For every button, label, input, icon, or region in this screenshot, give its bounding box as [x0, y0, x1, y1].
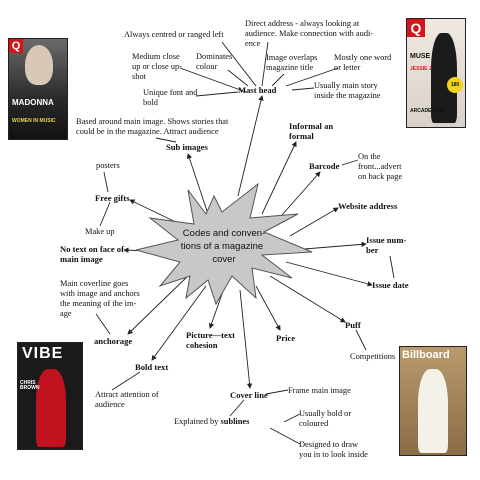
- label-informal-formal: Informal an formal: [289, 121, 334, 142]
- line-cover-line-frame: [265, 389, 289, 395]
- vibe-logo: VIBE: [22, 345, 64, 362]
- line-sublines-designed: [269, 427, 301, 445]
- line-masthead-dominates-colour: [227, 69, 249, 87]
- cover-portrait: [25, 45, 53, 85]
- label-mostly-one-word: Mostly one word or letter: [334, 53, 392, 72]
- arcade-fire-coverline: ARCADE FIRE: [410, 108, 445, 114]
- line-anchorage-main-coverline: [95, 313, 111, 335]
- line-sublines-usually-bold: [283, 413, 301, 423]
- q-muse-thumbnail: Q MUSE JESSIE J ARCADE FIRE 180: [406, 18, 466, 128]
- center-starburst: [135, 182, 313, 306]
- label-attract-attention: Attract attention of audience: [95, 390, 159, 409]
- label-direct-address: Direct address - always looking at audie…: [245, 19, 374, 48]
- label-issue-number: Issue num- ber: [366, 235, 407, 256]
- arrow-center-to-issue-date: [285, 261, 373, 287]
- center-title-line3: cover: [212, 254, 235, 265]
- label-barcode: Barcode: [309, 161, 340, 171]
- line-free-gifts-posters: [103, 171, 109, 193]
- line-masthead-unique-font: [195, 91, 239, 97]
- label-competitions: Competitions: [350, 352, 396, 361]
- label-always-centred: Always centred or ranged left: [124, 30, 224, 39]
- arrow-center-to-picture-text: [208, 293, 223, 329]
- chris-brown-coverline: CHRIS BROWN: [20, 380, 40, 392]
- label-explained-by-text: Explained by: [174, 417, 221, 426]
- label-bold-text: Bold text: [135, 362, 169, 372]
- label-designed-to-draw: Designed to draw you in to look inside: [299, 440, 368, 459]
- label-sublines: sublines: [220, 417, 250, 426]
- label-on-the-front: On the front...advert on back page: [358, 152, 403, 181]
- line-masthead-medium-close: [179, 67, 247, 93]
- arrow-center-to-bold-text: [151, 285, 207, 361]
- label-issue-date: Issue date: [372, 280, 409, 290]
- arrow-center-to-informal: [261, 141, 297, 215]
- cover-portrait: [36, 369, 66, 447]
- label-sub-images: Sub images: [166, 142, 208, 152]
- center-title-line2: tions of a magazine: [181, 241, 263, 252]
- label-based-around: Based around main image. Shows stories t…: [76, 117, 229, 136]
- center-title-line1: Codes and conven-: [183, 228, 265, 239]
- line-barcode-on-the-front: [341, 159, 359, 166]
- arrow-center-to-price: [255, 285, 281, 331]
- label-masthead: Mast head: [238, 85, 277, 95]
- label-posters: posters: [96, 161, 120, 170]
- q-logo: Q: [407, 19, 425, 37]
- label-website-address: Website address: [338, 201, 398, 211]
- label-frame-main-image: Frame main image: [288, 386, 351, 395]
- arrow-center-to-sub-images: [186, 153, 209, 215]
- line-issue-number-issue-date: [389, 255, 395, 279]
- madonna-coverline: MADONNA: [12, 98, 54, 107]
- line-masthead-mostly-one-word: [285, 67, 339, 87]
- label-price: Price: [276, 333, 296, 343]
- arrow-center-to-masthead: [237, 95, 264, 197]
- women-in-music-coverline: WOMEN IN MUSIC: [12, 118, 56, 124]
- line-masthead-main-story: [291, 87, 315, 91]
- line-cover-line-sublines: [229, 399, 245, 417]
- q-logo: Q: [9, 39, 23, 53]
- arrow-center-to-website: [289, 207, 339, 237]
- line-free-gifts-make-up: [99, 201, 111, 227]
- label-free-gifts: Free gifts: [95, 193, 130, 203]
- arrow-center-to-puff: [269, 275, 346, 323]
- label-image-overlaps: Image overlaps magazine title: [266, 53, 318, 72]
- label-main-coverline: Main coverline goes with image and ancho…: [60, 279, 140, 318]
- muse-coverline: MUSE: [410, 53, 431, 60]
- line-sub-images-based-around: [155, 137, 177, 143]
- label-dominates-colour: Dominates colour: [196, 52, 233, 71]
- jessie-coverline: JESSIE J: [410, 66, 432, 72]
- q-madonna-thumbnail: Q MADONNA WOMEN IN MUSIC: [8, 38, 68, 140]
- line-masthead-always-centred: [221, 41, 257, 87]
- arrow-center-to-anchorage: [127, 271, 193, 335]
- price-badge: 180: [447, 77, 463, 93]
- billboard-logo: Billboard: [402, 349, 450, 361]
- label-make-up: Make up: [85, 227, 115, 236]
- line-puff-competitions: [355, 329, 367, 351]
- line-masthead-image-overlaps: [271, 73, 285, 87]
- billboard-thumbnail: Billboard: [399, 346, 467, 456]
- cover-portrait: [418, 369, 448, 453]
- label-cover-line: Cover line: [230, 390, 268, 400]
- label-unique-font: Unique font and bold: [143, 88, 198, 107]
- label-picture-text: Picture—text cohesion: [186, 330, 235, 351]
- label-medium-close: Medium close up or close up- shot: [132, 52, 183, 81]
- label-explained-by: Explained by sublines: [174, 417, 249, 427]
- label-puff: Puff: [345, 320, 361, 330]
- vibe-thumbnail: VIBE CHRIS BROWN: [17, 342, 83, 450]
- label-no-text: No text on face of main image: [60, 244, 124, 265]
- line-masthead-direct-address: [261, 41, 269, 87]
- label-anchorage: anchorage: [94, 336, 133, 346]
- label-usually-main-story: Usually main story inside the magazine: [314, 81, 381, 100]
- label-usually-bold: Usually bold or coloured: [299, 409, 352, 428]
- line-bold-text-attract: [111, 371, 141, 391]
- arrow-center-to-cover-line: [239, 289, 253, 389]
